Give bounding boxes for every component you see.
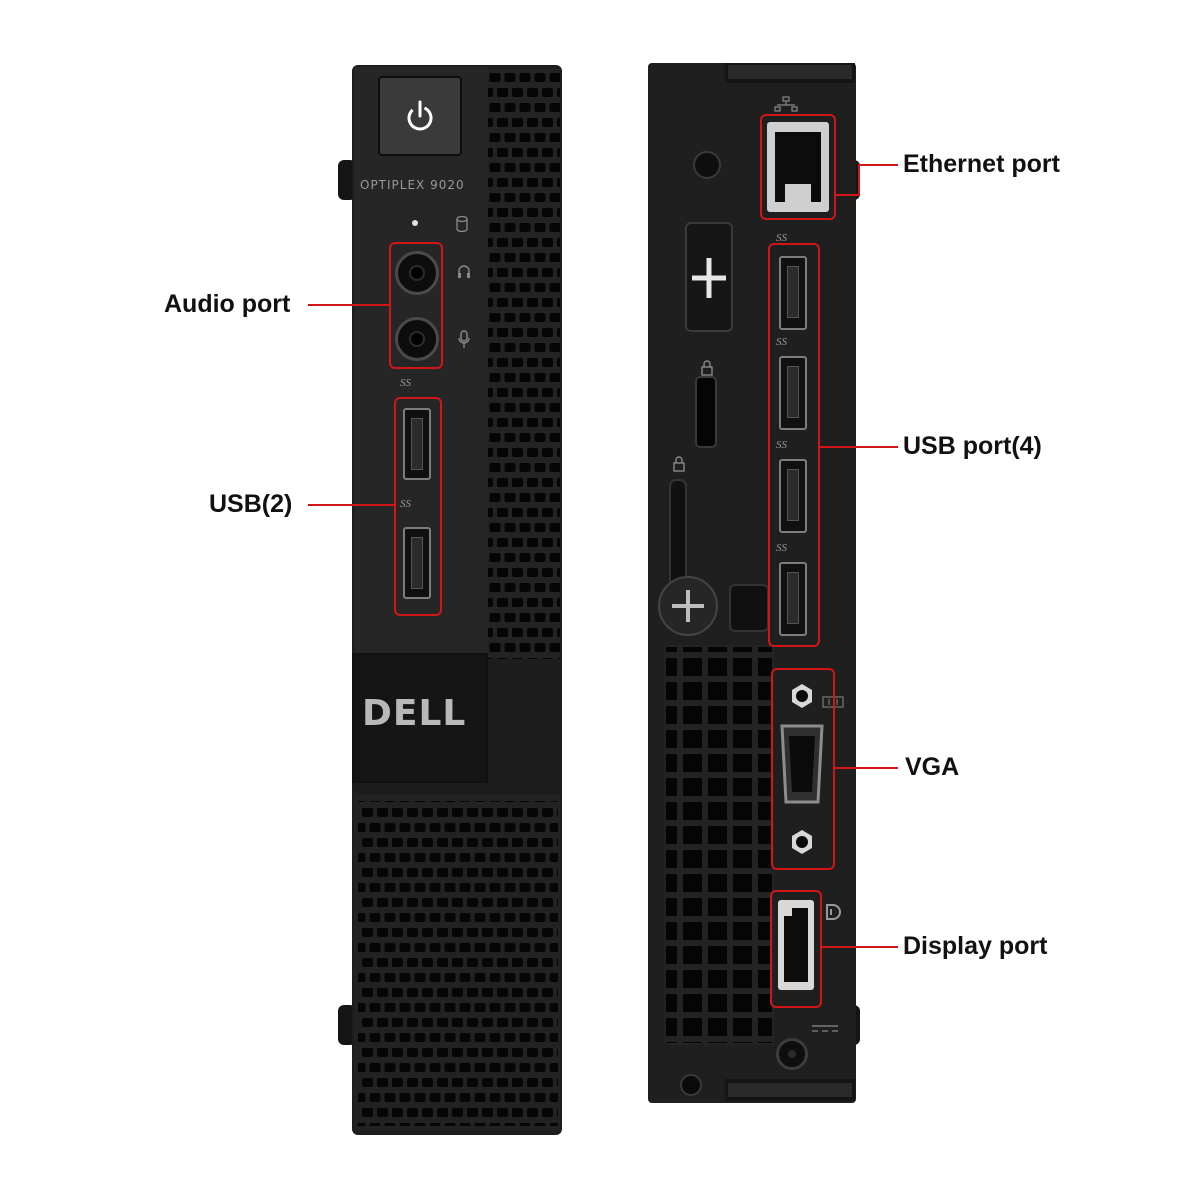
headphone-icon bbox=[458, 265, 470, 278]
displayport[interactable] bbox=[778, 900, 814, 990]
usb-ss-mark: SS bbox=[400, 498, 411, 510]
lock-icon bbox=[673, 456, 685, 472]
dc-power-icon bbox=[812, 1025, 838, 1032]
ethernet-highlight bbox=[760, 114, 836, 220]
ethernet-port[interactable] bbox=[767, 122, 829, 212]
ethernet-port-label: Ethernet port bbox=[903, 150, 1060, 178]
audio-leader bbox=[308, 304, 390, 306]
rear-usb-port-1[interactable] bbox=[779, 256, 807, 330]
power-button[interactable] bbox=[378, 76, 462, 156]
usb-rear-label: USB port(4) bbox=[903, 432, 1042, 460]
display-leader bbox=[821, 946, 898, 948]
ethernet-leader-h bbox=[858, 164, 898, 166]
front-chassis bbox=[338, 65, 562, 1135]
microphone-icon bbox=[458, 330, 470, 348]
rear-screw-hole bbox=[680, 1074, 702, 1096]
network-icon bbox=[774, 96, 798, 112]
usb-ss-mark: SS bbox=[776, 542, 787, 554]
audio-port-label: Audio port bbox=[164, 290, 291, 318]
dell-logo: DELL bbox=[362, 693, 467, 734]
audio-highlight bbox=[389, 242, 443, 369]
front-usb-port-2[interactable] bbox=[403, 527, 431, 599]
lock-icon bbox=[701, 360, 713, 376]
usb-ss-mark: SS bbox=[776, 336, 787, 348]
usb-front-highlight bbox=[394, 397, 442, 616]
usb-ss-mark: SS bbox=[776, 232, 787, 244]
expansion-cover bbox=[692, 258, 726, 298]
display-highlight bbox=[770, 890, 822, 1008]
front-usb-port-1[interactable] bbox=[403, 408, 431, 480]
display-port-label: Display port bbox=[903, 932, 1048, 960]
headphone-jack[interactable] bbox=[395, 251, 439, 295]
vga-highlight bbox=[771, 668, 835, 870]
usb-front-leader bbox=[308, 504, 395, 506]
power-icon bbox=[407, 100, 433, 131]
rear-usb-port-2[interactable] bbox=[779, 356, 807, 430]
displayport-icon bbox=[826, 904, 841, 920]
usb-rear-highlight bbox=[768, 243, 820, 647]
usb-rear-leader bbox=[819, 446, 898, 448]
hdd-activity-icon bbox=[456, 216, 468, 232]
thumbscrew[interactable] bbox=[656, 574, 720, 638]
microphone-jack[interactable] bbox=[395, 317, 439, 361]
rear-usb-port-4[interactable] bbox=[779, 562, 807, 636]
dc-power-jack[interactable] bbox=[776, 1038, 808, 1070]
vga-label: VGA bbox=[905, 753, 960, 781]
usb-ss-mark: SS bbox=[776, 439, 787, 451]
vga-leader bbox=[834, 767, 898, 769]
rear-usb-port-3[interactable] bbox=[779, 459, 807, 533]
usb-front-label: USB(2) bbox=[209, 490, 293, 518]
vga-port[interactable] bbox=[776, 676, 828, 862]
ethernet-leader bbox=[835, 194, 860, 196]
usb-ss-mark: SS bbox=[400, 377, 411, 389]
ethernet-leader-v bbox=[858, 164, 860, 196]
status-led bbox=[412, 220, 418, 226]
model-label: OPTIPLEX 9020 bbox=[360, 178, 465, 192]
